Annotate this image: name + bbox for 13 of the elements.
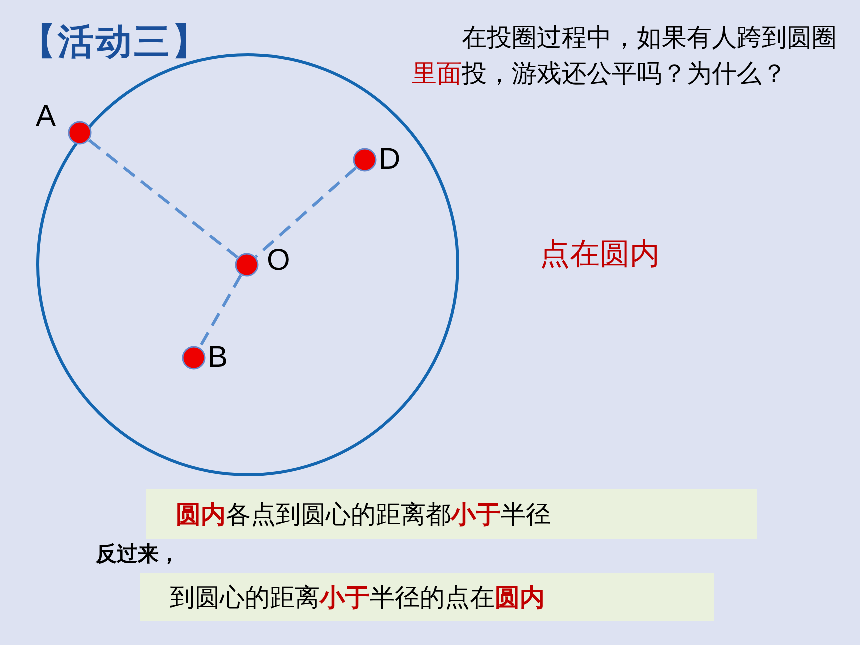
- dashed-line: [88, 139, 239, 259]
- dashed-line: [198, 274, 242, 348]
- activity-heading: 【活动三】: [20, 21, 210, 65]
- point-label: O: [267, 243, 290, 279]
- text-box: 圆内各点到圆心的距离都小于半径: [146, 489, 757, 539]
- question-text: 在投圈过程中，如果有人跨到圆圈里面投，游戏还公平吗？为什么？: [412, 22, 838, 90]
- point-label: B: [208, 340, 228, 376]
- point-label: A: [36, 99, 56, 135]
- conclusion-text: 点在圆内: [540, 236, 660, 274]
- dashed-line: [254, 166, 358, 258]
- transition-text: 反过来，: [96, 541, 180, 568]
- point-label: D: [379, 142, 401, 178]
- text-box: 到圆心的距离小于半径的点在圆内: [140, 573, 714, 621]
